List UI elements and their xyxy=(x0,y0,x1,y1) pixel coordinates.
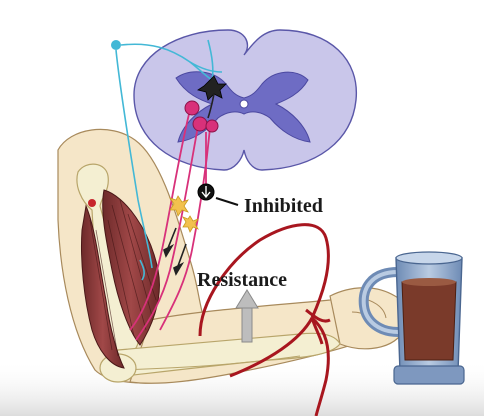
receptor-dot xyxy=(88,199,96,207)
spinal-cord-cross-section xyxy=(133,29,357,171)
stimulus-sparks xyxy=(169,195,199,233)
resistance-label: Resistance xyxy=(197,269,287,291)
mug-drink xyxy=(401,281,457,361)
inhibited-marker xyxy=(197,132,239,206)
inhibitory-interneuron xyxy=(197,75,227,119)
resistance-band xyxy=(198,223,331,416)
sensory-neuron xyxy=(111,39,223,281)
central-canal xyxy=(239,99,249,109)
mug xyxy=(358,251,465,385)
motor-neuron-bodies xyxy=(184,100,219,133)
up-arrow-icon xyxy=(235,289,259,343)
triceps-muscle xyxy=(80,204,125,369)
motion-arrows xyxy=(163,227,187,276)
inhibited-label: Inhibited xyxy=(244,195,323,217)
